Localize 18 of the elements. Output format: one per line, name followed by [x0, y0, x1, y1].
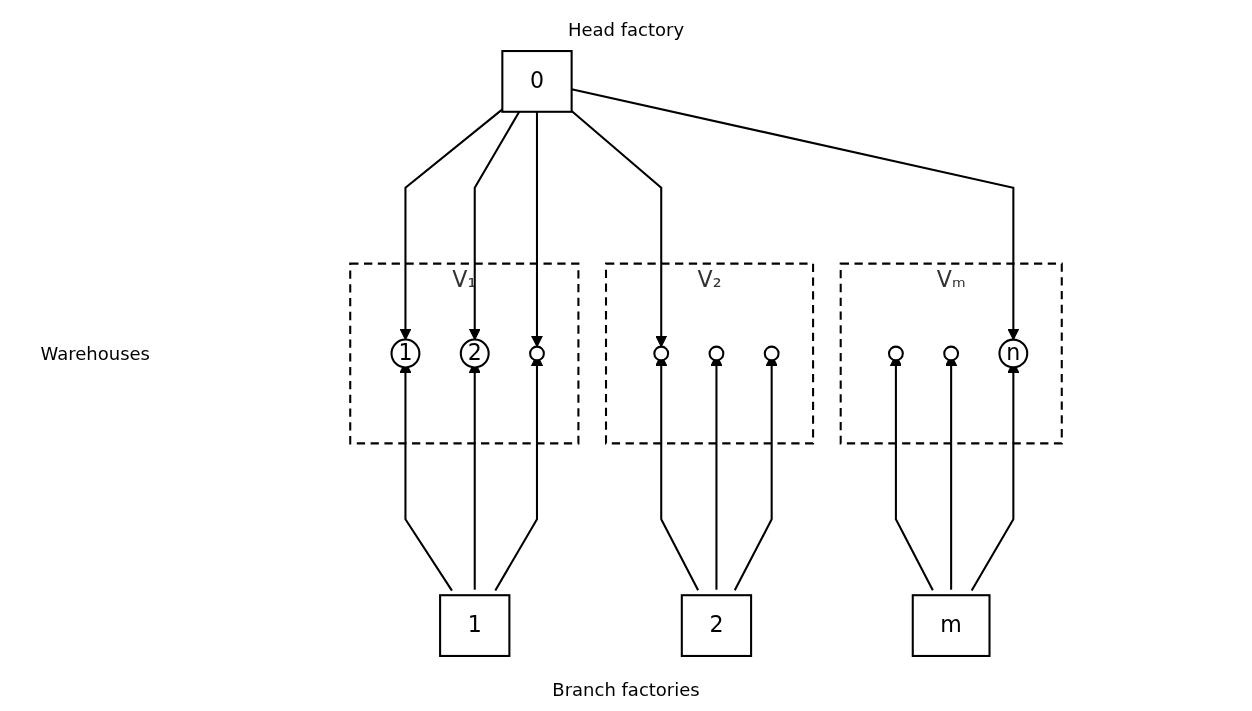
factory-box: 1	[439, 594, 511, 657]
node-caption: Head factory	[567, 19, 685, 40]
warehouse-oval	[943, 345, 960, 362]
warehouse-oval	[529, 345, 545, 362]
warehouse-oval: 2	[459, 338, 490, 369]
factory-box: 0	[501, 50, 573, 113]
warehouse-oval: 1	[390, 338, 421, 369]
factory-box: m	[911, 594, 991, 657]
warehouse-oval	[653, 345, 670, 362]
warehouse-oval	[708, 345, 725, 362]
dashed-group: V₂	[604, 262, 815, 445]
row-label: Warehouses	[39, 343, 150, 364]
warehouse-oval	[763, 345, 780, 362]
arrow	[530, 111, 544, 348]
arrow	[570, 110, 668, 348]
warehouse-oval: n	[998, 338, 1029, 369]
factory-box: 2	[680, 594, 753, 657]
row-label: Branch factories	[552, 678, 700, 700]
